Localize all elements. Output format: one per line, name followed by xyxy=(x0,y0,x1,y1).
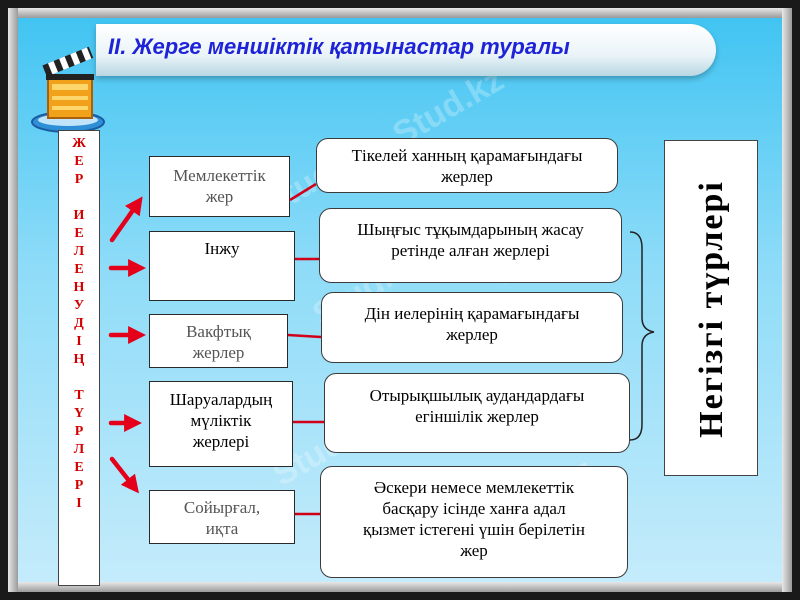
left-box-line: жер xyxy=(205,187,234,206)
left-box-soyurgal: Сойырғал, иқта xyxy=(149,490,295,544)
vertical-label-letter xyxy=(59,369,99,387)
left-box-state-land: Мемлекеттік жер xyxy=(149,156,290,217)
vertical-label-letter: І xyxy=(76,496,82,511)
right-box-line: қызмет істегені үшін берілетін xyxy=(363,520,585,539)
right-box-1: Тікелей ханның қарамағындағы жерлер xyxy=(316,138,618,193)
right-box-line: Шыңғыс тұқымдарының жасау xyxy=(357,220,584,239)
left-box-line: Сойырғал, xyxy=(183,498,261,517)
left-box-line: Мемлекеттік xyxy=(173,166,266,185)
frame-left xyxy=(8,8,18,592)
right-box-line: жерлер xyxy=(441,167,493,186)
right-box-line: жерлер xyxy=(446,325,498,344)
frame-bottom xyxy=(8,582,792,592)
right-box-line: жер xyxy=(460,541,488,560)
left-box-line: Шаруалардың xyxy=(169,390,273,409)
vertical-label-letter: Ү xyxy=(73,406,85,421)
right-box-5: Әскери немесе мемлекеттік басқару ісінде… xyxy=(320,466,628,578)
frame-top xyxy=(8,8,792,18)
vertical-label-letter: Д xyxy=(74,316,84,331)
frame-right xyxy=(782,8,792,592)
left-box-waqf: Вакфтық жерлер xyxy=(149,314,288,368)
vertical-label-letter: Е xyxy=(74,226,84,241)
right-label-text: Негізгі түрлері xyxy=(693,180,730,438)
left-box-inju: Інжу xyxy=(149,231,295,301)
vertical-label-letter xyxy=(59,189,99,207)
left-box-line: Інжу xyxy=(204,239,240,258)
vertical-label-letter: Е xyxy=(74,460,84,475)
vertical-label-letter: Р xyxy=(74,424,84,439)
clapperboard-icon xyxy=(31,46,105,133)
vertical-label-letter: Л xyxy=(73,442,85,457)
left-box-line: жерлері xyxy=(192,432,250,451)
vertical-label-letter: Ң xyxy=(73,352,85,367)
right-box-line: Отырықшылық аудандардағы xyxy=(369,386,585,405)
right-box-line: Дін иелерінің қарамағындағы xyxy=(364,304,580,323)
left-box-line: Вакфтық xyxy=(186,322,251,341)
right-box-line: ретінде алған жерлері xyxy=(391,241,550,260)
vertical-label-letter: Ж xyxy=(72,136,86,151)
vertical-label-letter: Р xyxy=(74,172,84,187)
vertical-label-letter: Л xyxy=(73,244,85,259)
vertical-label-letter: І xyxy=(76,334,82,349)
right-box-line: Әскери немесе мемлекеттік xyxy=(373,478,575,497)
left-box-line: жерлер xyxy=(192,343,245,362)
vertical-label-letter: У xyxy=(73,298,85,313)
right-box-2: Шыңғыс тұқымдарының жасау ретінде алған … xyxy=(319,208,622,283)
vertical-label-letter: Т xyxy=(74,388,84,403)
left-box-line: иқта xyxy=(205,519,239,538)
page-title: II. Жерге меншіктік қатынастар туралы xyxy=(108,34,570,59)
right-box-3: Дін иелерінің қарамағындағы жерлер xyxy=(321,292,623,363)
vertical-label-letter: Н xyxy=(73,280,85,295)
left-box-line: мүліктік xyxy=(190,411,252,430)
right-label-box: Негізгі түрлері xyxy=(664,140,758,476)
right-box-line: егіншілік жерлер xyxy=(415,407,539,426)
right-box-line: басқару ісінде ханға адал xyxy=(382,499,566,518)
vertical-label-letter: И xyxy=(73,208,85,223)
title-bar xyxy=(96,24,716,76)
vertical-label-letter: Е xyxy=(74,262,84,277)
left-box-peasant: Шаруалардың мүліктік жерлері xyxy=(149,381,293,467)
right-box-line: Тікелей ханның қарамағындағы xyxy=(351,146,583,165)
right-box-4: Отырықшылық аудандардағы егіншілік жерле… xyxy=(324,373,630,453)
vertical-label-letter: Р xyxy=(74,478,84,493)
vertical-label-letter: Е xyxy=(74,154,84,169)
